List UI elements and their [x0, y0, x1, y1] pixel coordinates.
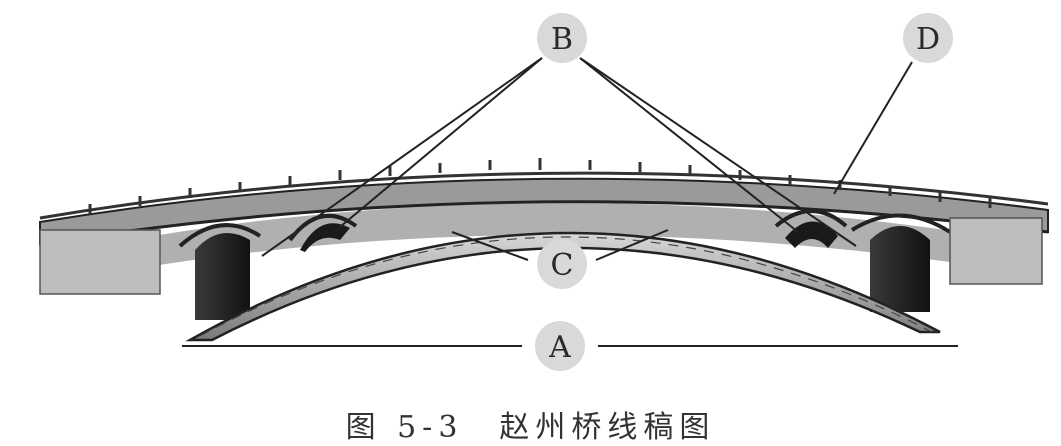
leader-line-d — [834, 62, 912, 194]
marker-b-label: B — [551, 22, 573, 57]
figure-number: 图 5-3 — [346, 402, 464, 446]
marker-a: A — [535, 321, 585, 371]
marker-c: C — [537, 239, 587, 289]
marker-a-label: A — [548, 330, 571, 365]
marker-d-label: D — [916, 22, 940, 57]
figure-title: 赵州桥线稿图 — [499, 402, 715, 446]
marker-c-label: C — [551, 248, 574, 283]
left-outer-opening — [195, 233, 250, 320]
marker-d: D — [903, 13, 953, 63]
marker-b: B — [537, 13, 587, 63]
figure-caption: 图 5-3 赵州桥线稿图 — [0, 402, 1061, 446]
right-outer-opening — [870, 226, 930, 312]
